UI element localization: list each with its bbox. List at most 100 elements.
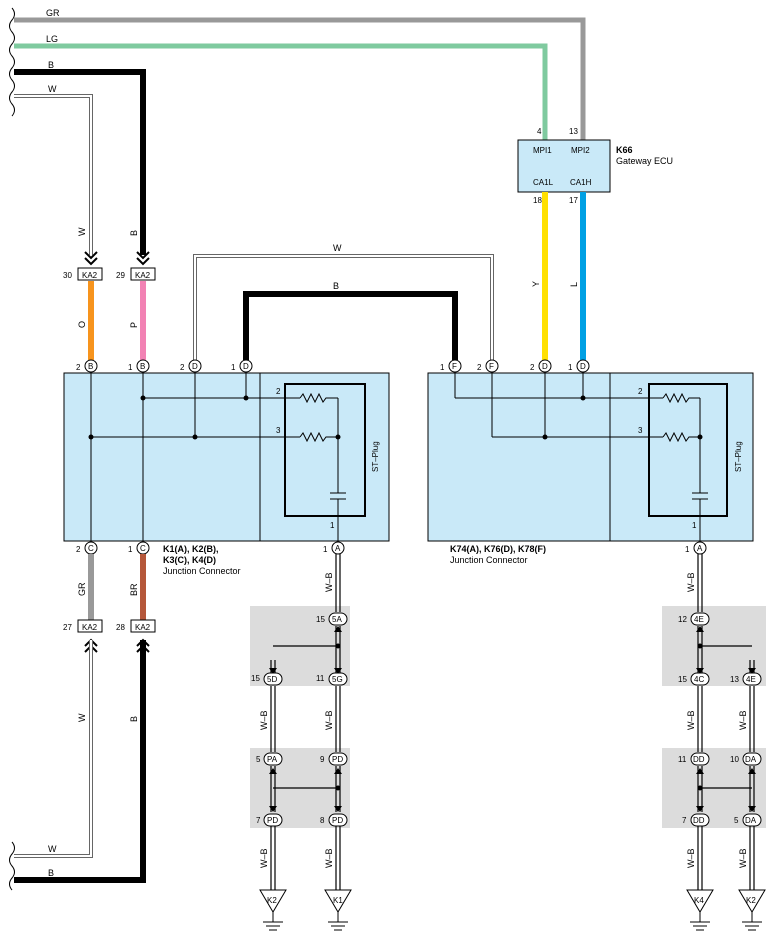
node: [697, 785, 703, 791]
arrow-down: [696, 806, 704, 812]
pin-num: 7: [256, 816, 261, 825]
wire-b-mid: [243, 291, 458, 360]
res-pin-2: 2: [276, 387, 281, 396]
pin-circle-d1-right: [576, 359, 590, 373]
label-wb: W–B: [324, 572, 334, 592]
wb-seg: [697, 826, 755, 890]
label-b-top: B: [48, 60, 54, 70]
label-lg-top: LG: [46, 34, 58, 44]
junction-label: 5D: [267, 675, 277, 684]
arrow-down: [334, 806, 342, 812]
pin-num: 1: [128, 363, 133, 372]
junction-label: PD: [267, 816, 278, 825]
label-b-low-vert: B: [129, 716, 139, 722]
label-w-top: W: [48, 84, 57, 94]
res-pin-3: 3: [638, 426, 643, 435]
junction-4E-13: [742, 672, 762, 686]
wire-b-top: [14, 69, 146, 255]
node: [697, 643, 703, 649]
pin-num: 7: [682, 816, 687, 825]
junction-label: 4E: [694, 615, 704, 624]
node: [580, 395, 586, 401]
pin-num: 10: [730, 755, 739, 764]
ka2-label-29: KA2: [135, 271, 151, 280]
ka2-box-29: [130, 267, 156, 281]
wb-seg: [697, 626, 703, 676]
jc-right-horizontals: [455, 397, 663, 438]
pin-letter: D: [192, 362, 198, 371]
pin-num: 15: [678, 675, 687, 684]
pin-letter: A: [697, 544, 703, 553]
pin-num: 1: [568, 363, 573, 372]
label-gr-top: GR: [46, 8, 60, 18]
node: [88, 434, 94, 440]
jc-right-verticals: [454, 373, 584, 437]
pin-circle-f2: [485, 359, 499, 373]
ground-k4: K4: [686, 889, 714, 931]
pin-num: 1: [685, 545, 690, 554]
jc-left-stplug: [259, 372, 390, 542]
wb-seg: [697, 554, 703, 612]
node: [335, 785, 341, 791]
wire-w-top-inner: [14, 95, 92, 255]
node: [335, 643, 341, 649]
pin-num: 2: [180, 363, 185, 372]
pin-30: 30: [63, 271, 72, 280]
pin-letter: F: [489, 362, 494, 371]
wb-seg: [697, 686, 755, 752]
node: [192, 434, 198, 440]
wire-w-low-outer: [14, 640, 93, 858]
top-wires: GR LG B W W B: [9, 7, 586, 891]
ecu-pin-17: 17: [569, 196, 578, 205]
left-harness-nodes: [269, 626, 342, 812]
junction-DD: [690, 752, 710, 766]
ecu-pin-4: 4: [537, 127, 542, 136]
label-wb: W–B: [686, 848, 696, 868]
arrow-up: [334, 626, 342, 632]
ground-label: K2: [746, 896, 756, 905]
pin-27: 27: [63, 623, 72, 632]
arrow-down: [269, 806, 277, 812]
junction-label: 4C: [694, 675, 704, 684]
junction-PD-8: [328, 813, 348, 827]
wb-seg: [270, 766, 341, 812]
pin-circle-f1: [448, 359, 462, 373]
pin-num: 15: [251, 674, 260, 683]
ecu-ref: K66: [616, 145, 633, 155]
pin-letter: C: [88, 544, 94, 553]
node: [542, 434, 548, 440]
ka2-label-28: KA2: [135, 623, 151, 632]
node: [140, 395, 146, 401]
arrow-up: [269, 768, 277, 774]
junction-label: 5G: [332, 675, 343, 684]
ecu-pin-13: 13: [569, 127, 578, 136]
pin-circle-d2-right: [538, 359, 552, 373]
arrow-up: [696, 768, 704, 774]
label-wb: W–B: [738, 710, 748, 730]
pin-circle-a1: [331, 541, 345, 555]
junction-label: DD: [693, 755, 705, 764]
wb-seg: [270, 826, 341, 890]
cap-pin-1: 1: [692, 521, 697, 530]
capacitor-left: [330, 398, 346, 541]
junction-5G: [328, 672, 348, 686]
jc-left-name: Junction Connector: [163, 566, 241, 576]
junction-connector-right: 2 3 1 ST–Plug 1 F 2 F 2 D 1 D 1 A K74(A)…: [427, 359, 754, 565]
ground-label: K2: [267, 896, 277, 905]
jc-left-refs2: K3(C), K4(D): [163, 555, 216, 565]
ka2-box-28: [130, 619, 156, 633]
ka2-bottom: 27 KA2 28 KA2: [63, 619, 156, 633]
right-junction-ovals: 12 4E 15 4C 13 4E 11 DD 10 DA 7 DD 5 DA: [678, 612, 762, 827]
resistor-left-1: [299, 392, 338, 404]
res-pin-2: 2: [638, 387, 643, 396]
gateway-ecu: 4 13 MPI1 MPI2 CA1L CA1H 18 17 K66 Gatew…: [517, 127, 673, 205]
junction-DA-5: [742, 813, 762, 827]
pin-num: 9: [320, 755, 325, 764]
pin-letter: C: [140, 544, 146, 553]
ground-harness-left: [270, 554, 341, 890]
wb-seg: [335, 554, 341, 612]
label-wb: W–B: [686, 710, 696, 730]
pin-num: 5: [256, 755, 261, 764]
ecu-pin-ca1l: CA1L: [533, 178, 554, 187]
